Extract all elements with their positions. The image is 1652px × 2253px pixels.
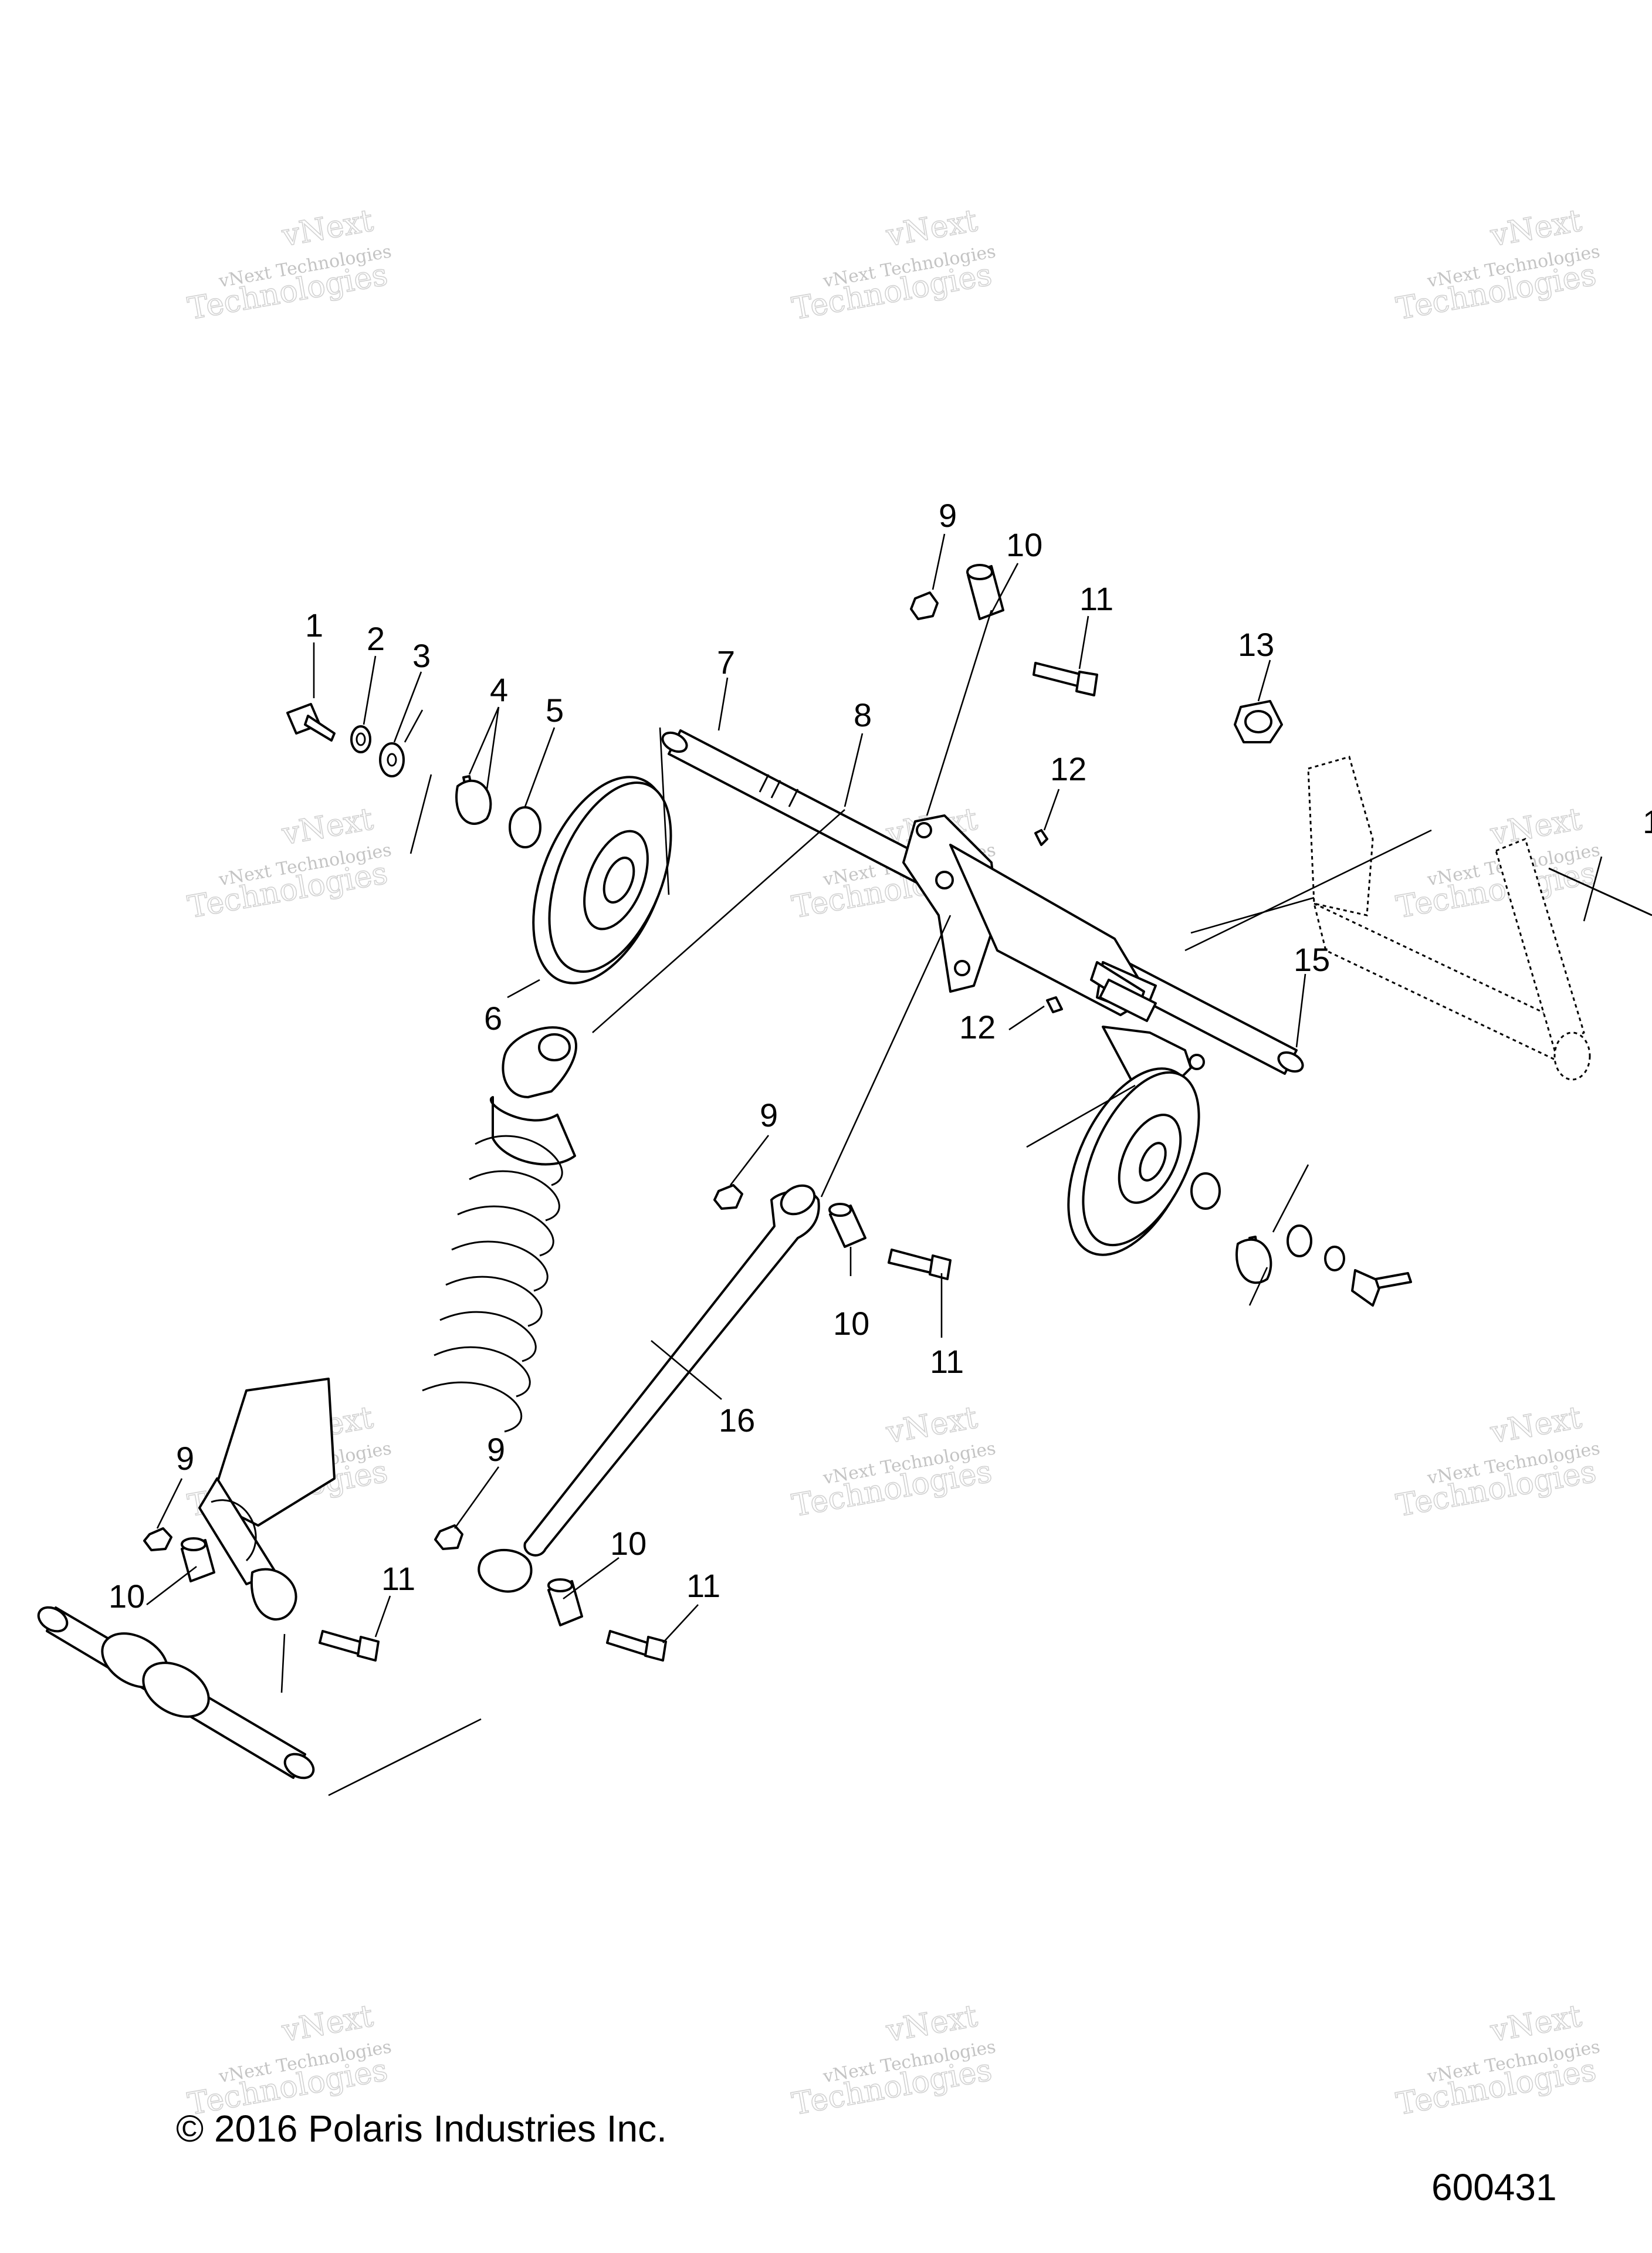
suspension-frame: [1307, 756, 1652, 1081]
callout-13: 13: [1238, 626, 1274, 663]
callout-10: 10: [833, 1305, 869, 1342]
callout-1: 1: [305, 607, 323, 644]
hardware-left-stack: [286, 703, 541, 848]
rear-shock-absorber: [198, 1026, 577, 1585]
leader-lines: [146, 533, 1603, 1797]
hardware-top: [910, 564, 1283, 1013]
callout-10: 10: [610, 1525, 646, 1562]
hardware-right-stack: [1190, 1172, 1412, 1307]
callout-11: 11: [381, 1560, 415, 1597]
callout-6: 6: [484, 1000, 502, 1037]
callout-9: 9: [939, 497, 957, 534]
callout-9: 9: [760, 1097, 778, 1134]
callout-3: 3: [412, 637, 431, 674]
callout-15: 15: [1294, 941, 1330, 978]
copyright-text: © 2016 Polaris Industries Inc.: [176, 2107, 667, 2150]
callout-labels: 1234567891011121314151291011169910111011: [109, 497, 1652, 1615]
callout-12: 12: [959, 1009, 996, 1046]
callout-12: 12: [1050, 750, 1086, 787]
callout-11: 11: [1079, 580, 1113, 617]
callout-14: 14: [1643, 803, 1652, 840]
callout-7: 7: [717, 644, 735, 681]
torque-arm-link: [478, 1184, 820, 1593]
callout-8: 8: [854, 696, 872, 733]
idler-wheel-left: [532, 776, 672, 985]
callout-5: 5: [546, 692, 564, 729]
hardware-lower: [143, 1184, 952, 1662]
callout-2: 2: [367, 620, 385, 657]
rear-cross-tube: [37, 1568, 315, 1780]
callout-9: 9: [487, 1431, 505, 1468]
callout-4: 4: [490, 671, 508, 708]
callout-9: 9: [176, 1440, 194, 1477]
callout-16: 16: [719, 1402, 755, 1439]
figure-number: 600431: [1431, 2166, 1557, 2208]
idler-wheel-right: [1067, 1067, 1200, 1256]
idler-tube: [1090, 961, 1157, 1022]
callout-10: 10: [109, 1578, 145, 1615]
callout-10: 10: [1006, 526, 1042, 563]
exploded-assembly-drawing: 1234567891011121314151291011169910111011: [37, 497, 1652, 1797]
callout-11: 11: [686, 1567, 720, 1604]
callout-11: 11: [930, 1343, 964, 1380]
